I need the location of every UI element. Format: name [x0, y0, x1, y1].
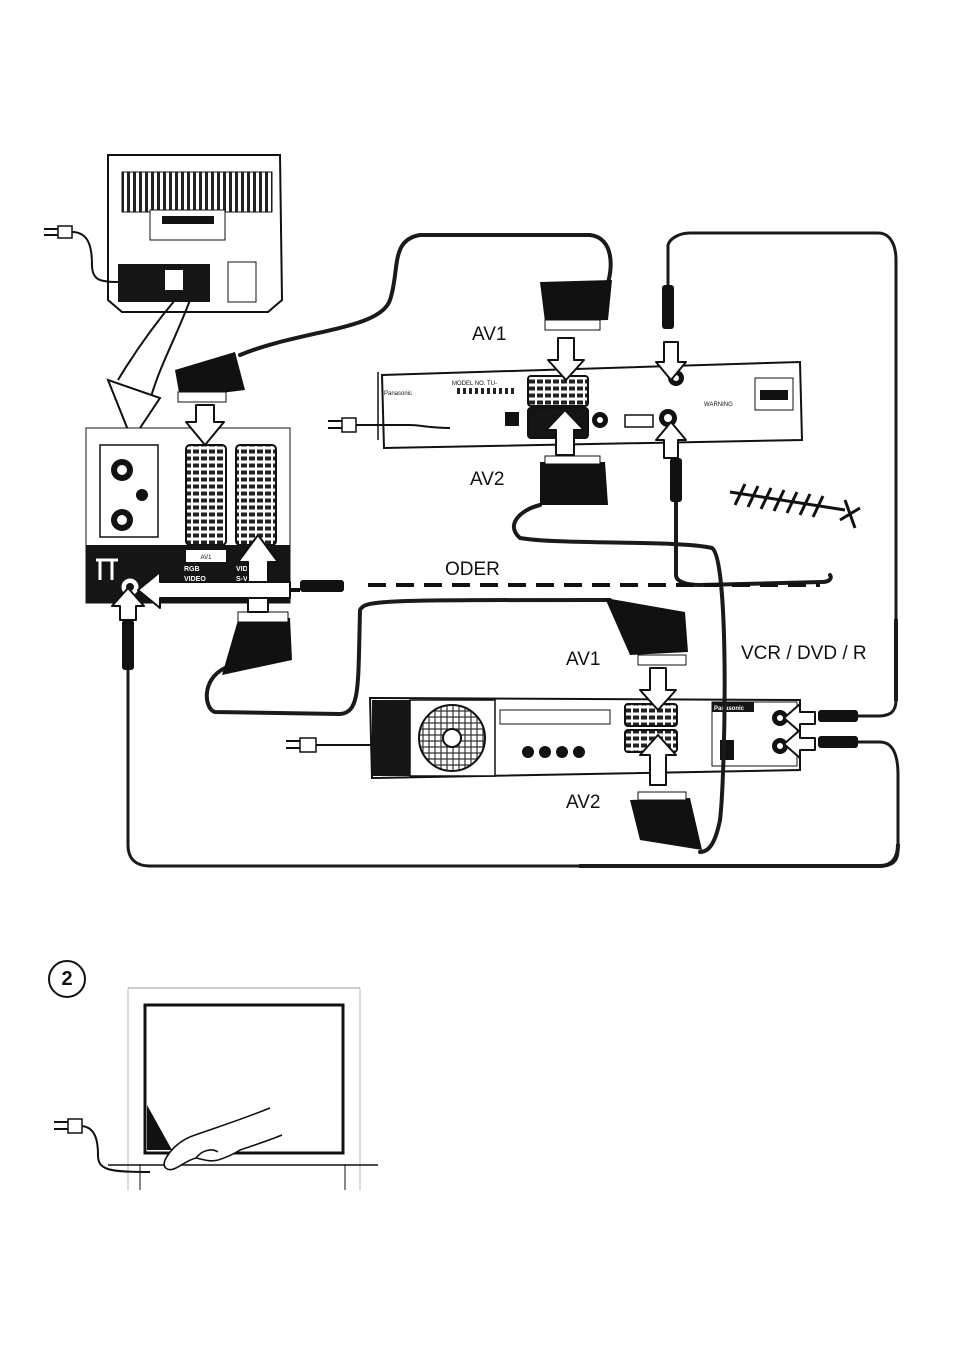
step-number-badge: 2 — [48, 960, 86, 998]
receiver-rear-panel — [378, 362, 802, 448]
coax-plug-tv-antenna-in — [122, 620, 134, 670]
recorder-brand: Panasonic — [714, 706, 745, 712]
antenna-icon — [730, 484, 860, 528]
recorder-av1-label: AV1 — [566, 650, 601, 669]
tv-rgb-label: RGB — [184, 566, 200, 573]
recorder-av2-label: AV2 — [566, 793, 601, 812]
receiver-warning-label: WARNING — [704, 402, 733, 408]
scart-plug-receiver-av1 — [540, 280, 612, 330]
scart-plug-recorder-av1 — [605, 598, 688, 665]
scart-plug-receiver-av2 — [540, 456, 608, 505]
coax-plug-receiver-out — [670, 458, 682, 502]
scart-plug-recorder-av2 — [630, 792, 702, 850]
receiver-brand: Panasonic — [384, 391, 412, 397]
scart-plug-tv-top — [175, 352, 245, 402]
oder-label: ODER — [445, 560, 500, 579]
scart-plug-tv-bottom — [222, 612, 292, 675]
vcr-dvd-r-label: VCR / DVD / R — [741, 644, 867, 663]
coax-plug-recorder-in — [818, 710, 858, 722]
receiver-av1-label: AV1 — [472, 325, 507, 344]
tv-av1-label: AV1 — [201, 555, 213, 561]
tv-power-plug — [44, 226, 118, 282]
tv-front-power-plug — [54, 1119, 150, 1172]
coax-plug-receiver-in — [662, 285, 674, 329]
receiver-model-label: MODEL NO. TU- — [452, 381, 497, 387]
tv-rear-view — [108, 155, 282, 312]
recorder-power-plug — [286, 738, 372, 752]
receiver-av2-label: AV2 — [470, 470, 505, 489]
tv-front-view — [108, 988, 378, 1190]
coax-plug-tv — [300, 580, 344, 592]
coax-plug-recorder-out — [818, 736, 858, 748]
